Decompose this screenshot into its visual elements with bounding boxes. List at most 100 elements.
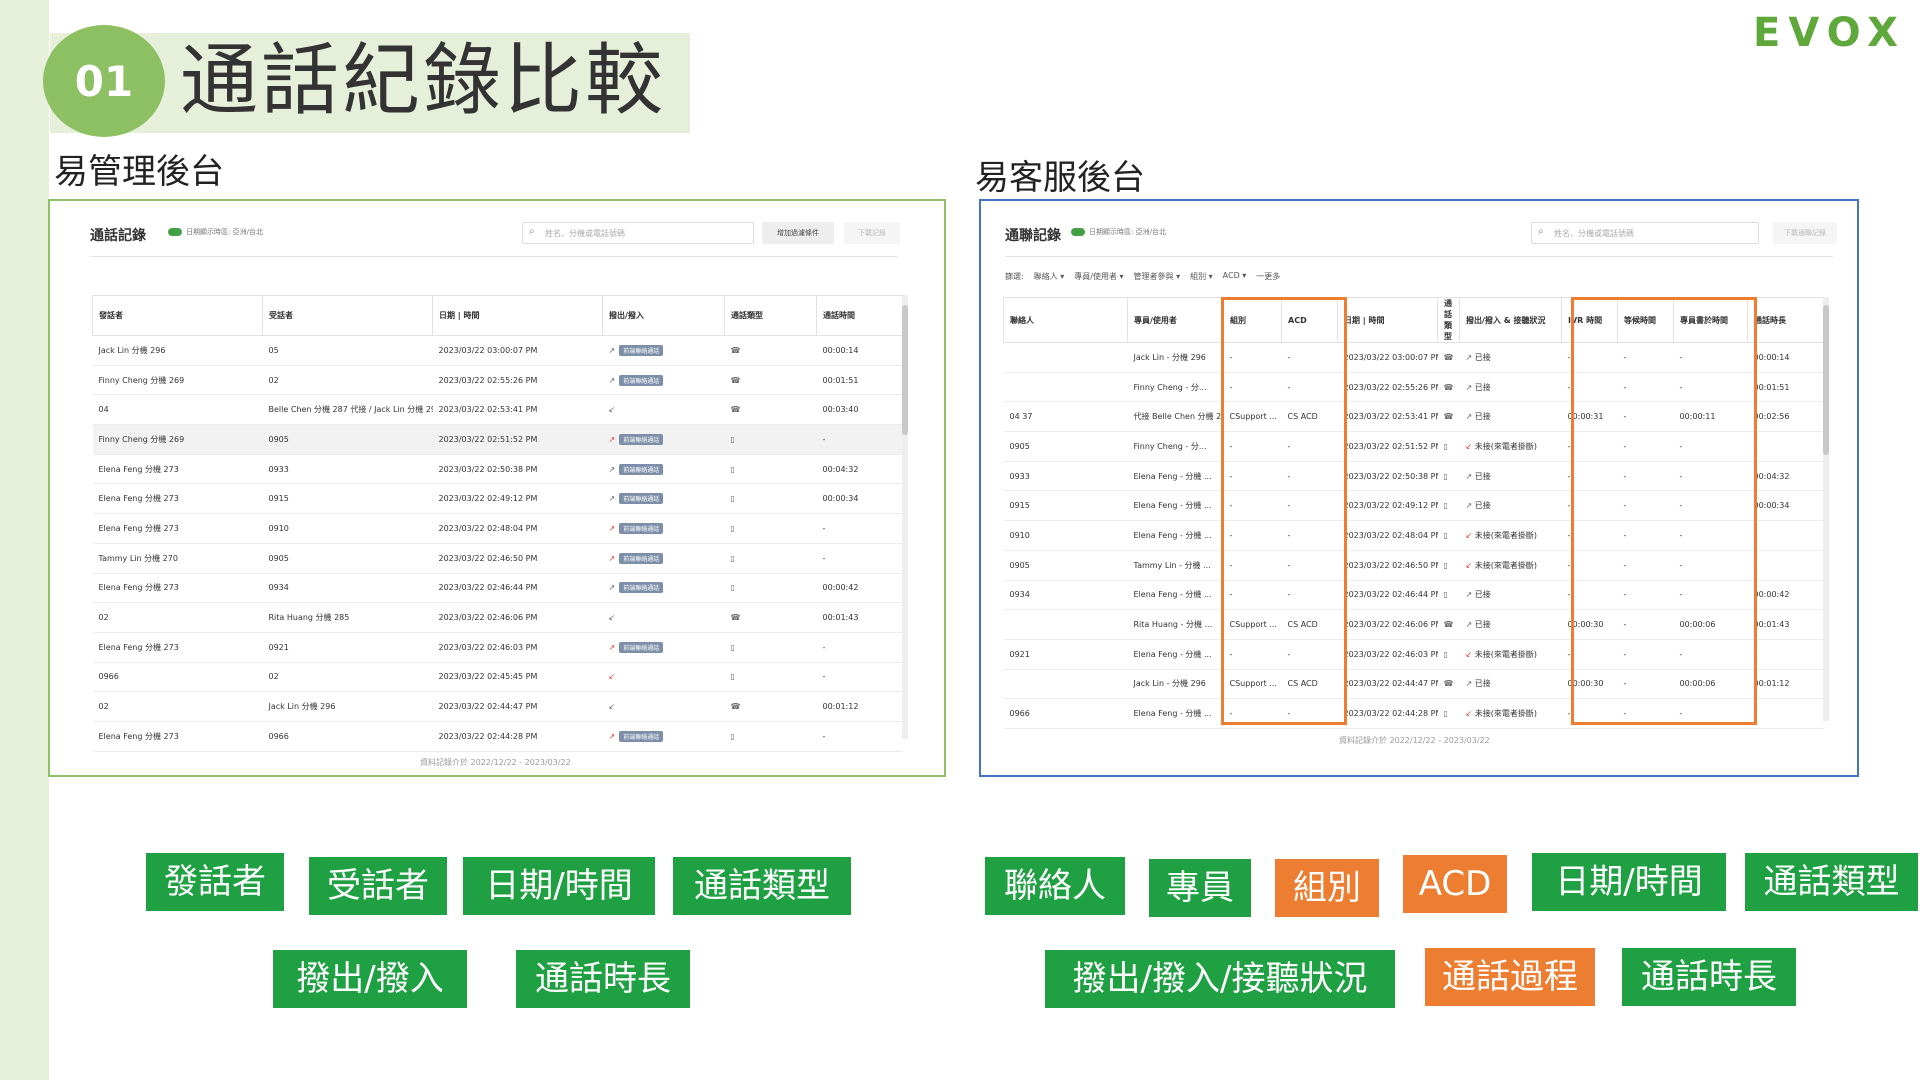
- agent-time-cell: -: [1673, 461, 1748, 492]
- duration-cell: 00:01:43: [1747, 609, 1824, 640]
- service-col-header-9[interactable]: 專員書於時間: [1673, 297, 1748, 343]
- admin-call-log-screenshot: 通話記錄 日期顯示時區: 亞洲/台北 ⌕ 姓名、分機或電話號碼 增加過濾條件 下…: [48, 199, 946, 777]
- duration-cell: 00:04:32: [816, 454, 903, 485]
- call-direction-icon: ↙: [608, 672, 616, 682]
- table-row[interactable]: Finny Cheng - 分...--2023/03/22 02:55:26 …: [1003, 372, 1824, 403]
- admin-col-header-3[interactable]: 撥出/撥入: [602, 295, 725, 336]
- admin-scrollbar[interactable]: [902, 295, 908, 739]
- call-type-cell: ☎: [724, 335, 817, 366]
- admin-col-header-2[interactable]: 日期 | 時間: [432, 295, 603, 336]
- call-direction-icon: ↗: [608, 523, 616, 533]
- timezone-text: 日期顯示時區: 亞洲/台北: [186, 228, 263, 236]
- download-call-log-button[interactable]: 下載通聯記錄: [1773, 222, 1837, 244]
- service-col-header-8[interactable]: 等候時間: [1617, 297, 1674, 343]
- contact-cell: 0921: [1003, 639, 1128, 670]
- desk-phone-icon: ☎: [730, 702, 741, 712]
- direction-cell: ↗前端聯絡通話: [602, 543, 725, 574]
- right-section-label: 易客服後台: [975, 158, 1145, 198]
- wait-time-cell: -: [1617, 401, 1674, 433]
- service-search-input[interactable]: ⌕ 姓名、分機或電話號碼: [1531, 222, 1759, 244]
- tag-datetime-left: 日期/時間: [463, 857, 655, 915]
- call-status-text: 已接: [1474, 352, 1491, 362]
- agent-time-cell: 00:00:06: [1673, 609, 1748, 640]
- call-type-cell: ☎: [1437, 342, 1460, 373]
- service-col-header-5[interactable]: 通話類型: [1437, 297, 1460, 343]
- service-col-header-10[interactable]: 通話時長: [1747, 297, 1824, 343]
- service-col-header-0[interactable]: 聯絡人: [1003, 297, 1128, 343]
- table-row[interactable]: Jack Lin - 分機 296--2023/03/22 03:00:07 P…: [1003, 342, 1824, 373]
- service-col-header-3[interactable]: ACD: [1281, 297, 1338, 343]
- service-scrollbar-thumb[interactable]: [1823, 305, 1829, 455]
- service-col-header-1[interactable]: 專員/使用者: [1127, 297, 1224, 343]
- filter-item-5[interactable]: ACD ▾: [1222, 271, 1247, 280]
- admin-col-header-4[interactable]: 通話類型: [724, 295, 817, 336]
- callee-cell: 0915: [262, 483, 433, 515]
- ivr-time-cell: -: [1561, 490, 1618, 522]
- filter-item-1[interactable]: 聯絡人 ▾: [1033, 272, 1065, 281]
- admin-scrollbar-thumb[interactable]: [902, 305, 908, 435]
- service-col-header-4[interactable]: 日期 | 時間: [1337, 297, 1438, 343]
- acd-cell: -: [1281, 490, 1338, 522]
- group-cell: -: [1223, 372, 1282, 403]
- agent-time-cell: -: [1673, 372, 1748, 403]
- timezone-toggle[interactable]: [168, 228, 182, 236]
- call-type-cell: ▯: [1437, 698, 1460, 729]
- service-scrollbar[interactable]: [1823, 297, 1829, 721]
- contact-cell: 0915: [1003, 490, 1128, 522]
- service-col-header-7[interactable]: IVR 時間: [1561, 297, 1618, 343]
- call-direction-icon: ↗: [608, 345, 616, 355]
- filter-item-3[interactable]: 管理者參與 ▾: [1133, 272, 1181, 281]
- admin-col-header-5[interactable]: 通話時間: [816, 295, 903, 336]
- status-cell: ↙ 未接(來電者掛斷): [1459, 520, 1562, 551]
- filter-item-2[interactable]: 專員/使用者 ▾: [1074, 272, 1124, 281]
- filter-item-4[interactable]: 組別 ▾: [1190, 272, 1213, 281]
- agent-time-cell: -: [1673, 342, 1748, 373]
- timezone-toggle-2[interactable]: [1071, 228, 1085, 236]
- status-cell: ↗ 已接: [1459, 461, 1562, 492]
- caller-cell: Tammy Lin 分機 270: [92, 543, 263, 574]
- ivr-time-cell: -: [1561, 520, 1618, 551]
- mobile-phone-icon: ▯: [1443, 649, 1448, 659]
- admin-search-input[interactable]: ⌕ 姓名、分機或電話號碼: [522, 222, 754, 244]
- call-status-text: 已接: [1474, 382, 1491, 392]
- desk-phone-icon: ☎: [730, 375, 741, 385]
- admin-col-header-1[interactable]: 受話者: [262, 295, 433, 336]
- call-type-cell: ▯: [724, 454, 817, 485]
- agent-cell: Jack Lin - 分機 296: [1127, 342, 1224, 373]
- service-col-header-6[interactable]: 撥出/撥入 & 接聽狀況: [1459, 297, 1562, 343]
- status-cell: ↗ 已接: [1459, 580, 1562, 611]
- agent-cell: Rita Huang - 分機 ...: [1127, 609, 1224, 640]
- group-cell: -: [1223, 490, 1282, 522]
- callee-cell: 0933: [262, 454, 433, 485]
- filter-item-6[interactable]: 一更多: [1256, 272, 1281, 281]
- download-records-button[interactable]: 下載記錄: [844, 222, 900, 244]
- add-filter-button[interactable]: 增加過濾條件: [762, 222, 834, 244]
- admin-col-header-0[interactable]: 發話者: [92, 295, 263, 336]
- duration-cell: 00:01:51: [1747, 372, 1824, 403]
- mobile-phone-icon: ▯: [730, 672, 735, 682]
